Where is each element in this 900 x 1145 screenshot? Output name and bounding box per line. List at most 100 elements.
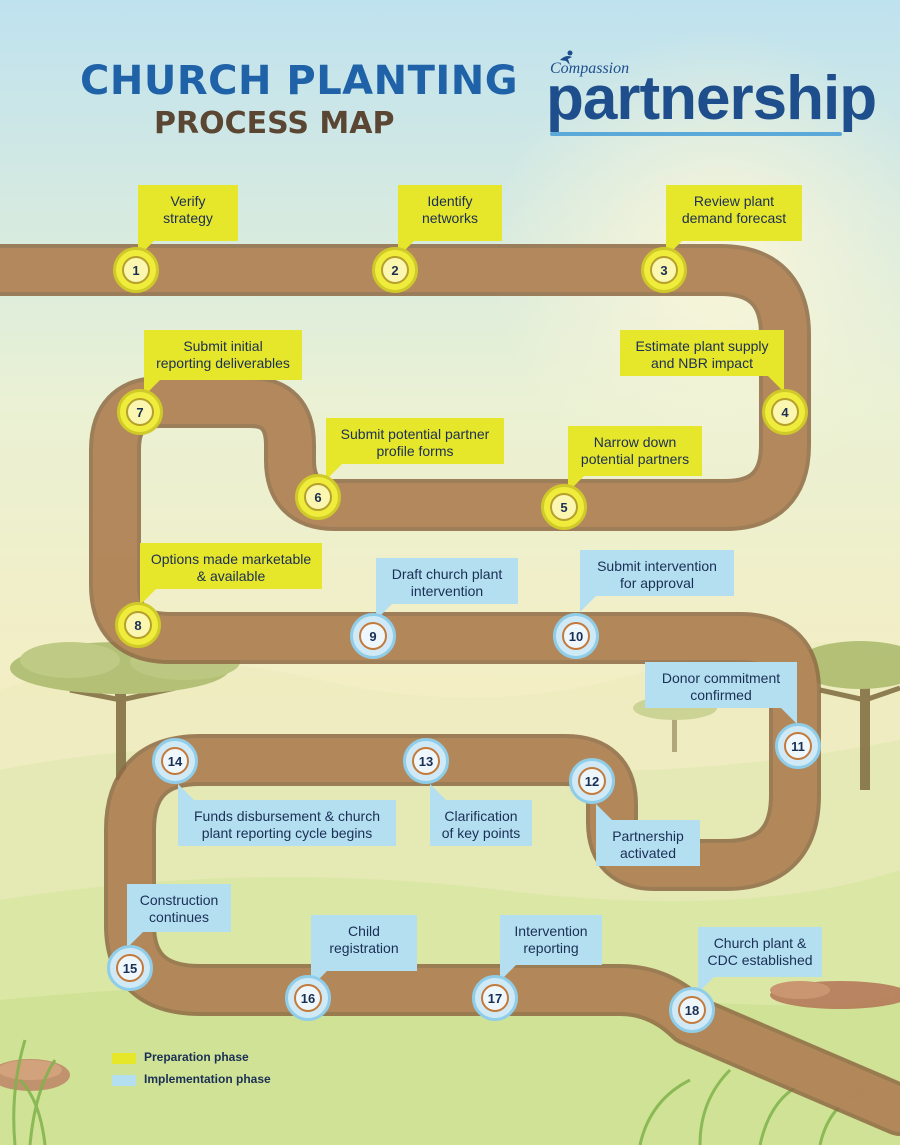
step-12-callout-tail	[596, 804, 612, 820]
step-8-callout-tail	[140, 589, 156, 605]
step-14-text-line2: plant reporting cycle begins	[201, 825, 373, 841]
step-3-text-line1: Review plant	[693, 193, 775, 209]
step-2-marker: 2	[372, 247, 418, 293]
step-4-text-line1: Estimate plant supply	[635, 338, 769, 354]
step-12-number: 12	[578, 767, 606, 795]
step-13-marker: 13	[403, 738, 449, 784]
step-4-marker: 4	[762, 389, 808, 435]
step-16-text-line1: Child	[348, 923, 380, 939]
step-7-number: 7	[126, 398, 154, 426]
step-9-text-line2: intervention	[410, 583, 484, 599]
step-15-number: 15	[116, 954, 144, 982]
step-8-marker: 8	[115, 602, 161, 648]
step-10-marker: 10	[553, 613, 599, 659]
legend-swatch-preparation	[112, 1053, 136, 1064]
step-11-callout-tail	[781, 708, 797, 724]
step-2-number: 2	[381, 256, 409, 284]
step-10-callout-tail	[580, 596, 596, 612]
step-6-text-line1: Submit potential partner	[340, 426, 490, 442]
figure-icon	[560, 50, 573, 65]
step-18-marker: 18	[669, 987, 715, 1033]
step-17-marker: 17	[472, 975, 518, 1021]
step-6-text-line2: profile forms	[376, 443, 454, 459]
step-13-number: 13	[412, 747, 440, 775]
step-2-text-line1: Identify	[427, 193, 473, 209]
logo-underline	[550, 132, 842, 136]
step-3-text-line2: demand forecast	[681, 210, 787, 226]
step-5-marker: 5	[541, 484, 587, 530]
step-1-text-line1: Verify	[170, 193, 206, 209]
step-6-number: 6	[304, 483, 332, 511]
step-7-marker: 7	[117, 389, 163, 435]
step-8-label: Options made marketable& available	[140, 543, 322, 589]
step-18-text-line2: CDC established	[707, 952, 813, 968]
step-3-marker: 3	[641, 247, 687, 293]
step-10-text-line2: for approval	[620, 575, 694, 591]
acacia-tree-right	[795, 641, 900, 790]
step-10-text-line1: Submit intervention	[597, 558, 717, 574]
step-7-text-line1: Submit initial	[183, 338, 263, 354]
step-16-text-line2: registration	[329, 940, 399, 956]
step-2-text-line2: networks	[421, 210, 479, 226]
step-5-text-line1: Narrow down	[593, 434, 677, 450]
step-8-text-line2: & available	[196, 568, 266, 584]
legend-label-implementation: Implementation phase	[144, 1072, 271, 1086]
step-7-text-line2: reporting deliverables	[156, 355, 290, 371]
step-5-number: 5	[550, 493, 578, 521]
step-13-callout-tail	[430, 784, 446, 800]
step-1-number: 1	[122, 256, 150, 284]
step-11-number: 11	[784, 732, 812, 760]
step-14-text-line1: Funds disbursement & church	[194, 808, 380, 824]
step-18-label: Church plant &CDC established	[698, 927, 822, 977]
step-5-text-line2: potential partners	[580, 451, 690, 467]
compassion-partnership-logo: Compassion partnership	[546, 50, 877, 145]
step-9-marker: 9	[350, 613, 396, 659]
step-9-number: 9	[359, 622, 387, 650]
page-title: CHURCH PLANTING	[80, 58, 519, 104]
step-11-text-line1: Donor commitment	[661, 670, 781, 686]
step-17-text-line1: Intervention	[514, 923, 588, 939]
step-4-callout-tail	[768, 376, 784, 392]
step-12-text-line1: Partnership	[612, 828, 684, 844]
step-1-marker: 1	[113, 247, 159, 293]
step-14-marker: 14	[152, 738, 198, 784]
step-15-text-line1: Construction	[139, 892, 219, 908]
step-17-text-line2: reporting	[523, 940, 579, 956]
step-15-marker: 15	[107, 945, 153, 991]
step-8-text-line1: Options made marketable	[150, 551, 312, 567]
step-6-callout-tail	[326, 464, 342, 480]
step-14-number: 14	[161, 747, 189, 775]
step-13-text-line2: of key points	[441, 825, 521, 841]
step-4-number: 4	[771, 398, 799, 426]
step-12-marker: 12	[569, 758, 615, 804]
logo-wordmark: partnership	[546, 64, 877, 133]
step-10-number: 10	[562, 622, 590, 650]
logo-brand: Compassion	[550, 60, 630, 77]
grass	[12, 1039, 871, 1145]
legend-swatch-implementation	[112, 1075, 136, 1086]
step-8-number: 8	[124, 611, 152, 639]
step-17-number: 17	[481, 984, 509, 1012]
step-15-callout-tail	[127, 932, 143, 948]
step-16-marker: 16	[285, 975, 331, 1021]
step-1-text-line2: strategy	[163, 210, 213, 226]
step-15-text-line2: continues	[149, 909, 209, 925]
step-11-marker: 11	[775, 723, 821, 769]
step-12-text-line2: activated	[619, 845, 677, 861]
step-9-text-line1: Draft church plant	[391, 566, 503, 582]
